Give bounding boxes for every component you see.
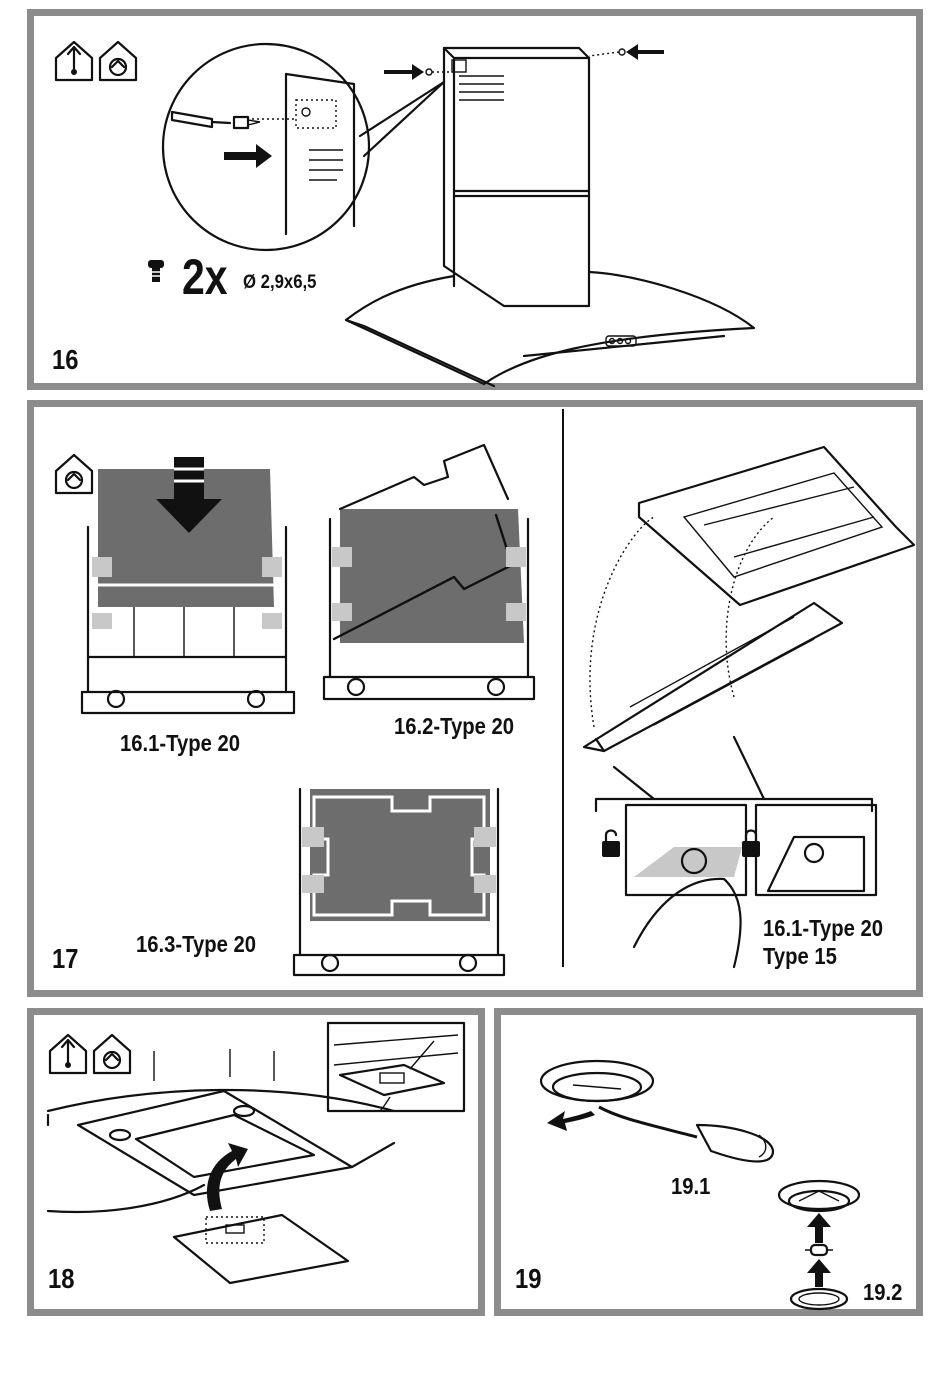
label-16-3-type-20: 16.3-Type 20 [136,931,256,958]
panel-step-19: 19.1 19.2 19 [494,1008,923,1316]
step-number-19: 19 [515,1263,541,1295]
label-19-2: 19.2 [863,1279,902,1306]
extraction-mode-icon [50,1035,86,1073]
screw-quantity: 2x [182,248,228,306]
label-19-1: 19.1 [671,1173,710,1200]
screw-icon [148,260,164,282]
label-16-1-type-20: 16.1-Type 20 [120,730,240,757]
filter-assembly-16-2 [324,445,534,699]
step-16-illustration [34,16,930,397]
recirculation-mode-icon [100,42,136,80]
filter-assembly-16-3 [294,789,504,975]
step-19-illustration [501,1015,930,1323]
panel-step-17: 16.1-Type 20 16.2-Type 20 16.3-Type 20 1… [27,400,923,997]
step-number-17: 17 [52,943,78,975]
step-number-16: 16 [52,344,78,376]
lamp-removal-19-1 [541,1061,773,1162]
locked-padlock-icon [742,831,760,858]
zoom-detail-circle [163,44,444,250]
filter-removal-detail [584,447,914,967]
label-16-2-type-20: 16.2-Type 20 [394,713,514,740]
recirculation-mode-icon [94,1035,130,1073]
panel-step-18: 18 [27,1008,485,1316]
step-18-illustration [34,1015,492,1323]
panel-step-16: 2x Ø 2,9x6,5 16 [27,9,923,390]
unlocked-padlock-icon [602,831,620,858]
step-number-18: 18 [48,1263,74,1295]
screw-spec: Ø 2,9x6,5 [243,272,316,294]
chimney-hood [346,44,754,386]
label-right-type-15: Type 15 [763,943,837,970]
extraction-mode-icon [56,42,92,80]
label-right-16-1-type-20: 16.1-Type 20 [763,915,883,942]
filter-assembly-16-1 [82,457,294,713]
recirculation-mode-icon [56,455,92,493]
lamp-replacement-19-2 [779,1181,859,1309]
